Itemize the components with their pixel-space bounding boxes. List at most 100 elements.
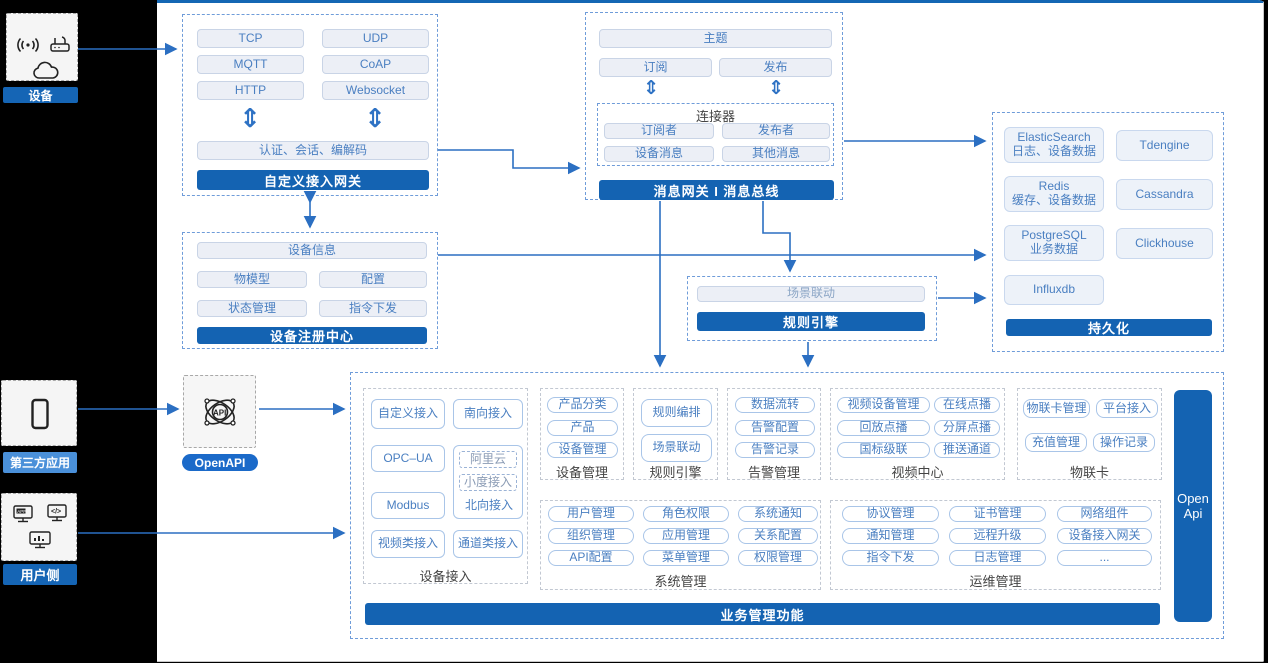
gb-cascade-button[interactable]: 国标级联: [837, 442, 930, 458]
rail-label-user-side: 用户侧: [3, 564, 77, 585]
device-access-gateway-button[interactable]: 设备接入网关: [1057, 528, 1152, 544]
split-screen-button[interactable]: 分屏点播: [934, 420, 1000, 436]
platform-access-button[interactable]: 平台接入: [1096, 399, 1158, 418]
xiaodu-access-button[interactable]: 小度接入: [459, 474, 517, 491]
user-mgmt-button[interactable]: 用户管理: [548, 506, 634, 522]
subscriber-button[interactable]: 订阅者: [604, 123, 714, 139]
registry-box: 设备信息 物模型 配置 状态管理 指令下发 设备注册中心: [182, 232, 438, 349]
status-mgmt-button[interactable]: 状态管理: [197, 300, 307, 317]
system-notice-button[interactable]: 系统通知: [738, 506, 818, 522]
svg-text:</>: </>: [51, 509, 61, 516]
protocol-coap[interactable]: CoAP: [322, 55, 429, 74]
open-api-line1: Open: [1177, 491, 1209, 506]
network-component-button[interactable]: 网络组件: [1057, 506, 1152, 522]
store-tdengine[interactable]: Tdengine: [1116, 130, 1213, 161]
aliyun-button[interactable]: 阿里云: [459, 451, 517, 468]
permission-mgmt-button[interactable]: 权限管理: [738, 550, 818, 566]
persistence-box: ElasticSearch 日志、设备数据 Tdengine Redis 缓存、…: [992, 112, 1224, 352]
protocol-mqtt[interactable]: MQTT: [197, 55, 304, 74]
section-ops-mgmt: 协议管理 证书管理 网络组件 通知管理 远程升级 设备接入网关 指令下发 日志管…: [830, 500, 1161, 590]
notice-mgmt-button[interactable]: 通知管理: [842, 528, 939, 544]
rail-label-user-side-text: 用户侧: [20, 568, 60, 583]
svg-text:APP: APP: [17, 509, 26, 514]
more-button[interactable]: ...: [1057, 550, 1152, 566]
device-icons-box: [6, 13, 78, 81]
log-mgmt-button[interactable]: 日志管理: [949, 550, 1046, 566]
remote-upgrade-button[interactable]: 远程升级: [949, 528, 1046, 544]
protocol-http[interactable]: HTTP: [197, 81, 304, 100]
data-flow-button[interactable]: 数据流转: [735, 397, 815, 413]
rule-orchestration-button[interactable]: 规则编排: [641, 399, 712, 427]
store-name: Influxdb: [1032, 282, 1076, 297]
protocol-udp[interactable]: UDP: [322, 29, 429, 48]
product-category-button[interactable]: 产品分类: [547, 397, 618, 413]
video-device-mgmt-button[interactable]: 视频设备管理: [837, 397, 930, 413]
modbus-button[interactable]: Modbus: [371, 492, 445, 519]
push-channel-button[interactable]: 推送通道: [934, 442, 1000, 458]
business-title-bar: 业务管理功能: [365, 603, 1160, 625]
store-redis[interactable]: Redis 缓存、设备数据: [1004, 176, 1104, 212]
device-info-button[interactable]: 设备信息: [197, 242, 427, 259]
subscribe-button[interactable]: 订阅: [599, 58, 712, 77]
phone-icon: [30, 398, 50, 435]
menu-mgmt-button[interactable]: 菜单管理: [643, 550, 729, 566]
api-config-button[interactable]: API配置: [548, 550, 634, 566]
message-bus-box: 主题 订阅 发布 ⇕ ⇕ 连接器 订阅者 发布者 设备消息 其他消息 消息网关 …: [585, 12, 843, 200]
scene-linkage-2-button[interactable]: 场景联动: [641, 434, 712, 462]
device-access-label: 设备接入: [419, 569, 472, 584]
playback-button[interactable]: 回放点播: [837, 420, 930, 436]
protocol-tcp[interactable]: TCP: [197, 29, 304, 48]
store-name: Cassandra: [1135, 186, 1194, 201]
product-button[interactable]: 产品: [547, 420, 618, 436]
video-access-button[interactable]: 视频类接入: [371, 530, 445, 558]
live-play-button[interactable]: 在线点播: [934, 397, 1000, 413]
app-window-icon: APP: [12, 504, 34, 529]
iot-card-mgmt-button[interactable]: 物联卡管理: [1023, 399, 1090, 418]
alarm-config-button[interactable]: 告警配置: [735, 420, 815, 436]
topic-button[interactable]: 主题: [599, 29, 832, 48]
protocol-mgmt-button[interactable]: 协议管理: [842, 506, 939, 522]
channel-access-button[interactable]: 通道类接入: [453, 530, 523, 558]
recharge-mgmt-button[interactable]: 充值管理: [1025, 433, 1087, 452]
openapi-label-text: OpenAPI: [194, 455, 246, 470]
command-dispatch-2-button[interactable]: 指令下发: [842, 550, 939, 566]
store-postgresql[interactable]: PostgreSQL 业务数据: [1004, 225, 1104, 261]
app-mgmt-button[interactable]: 应用管理: [643, 528, 729, 544]
store-influxdb[interactable]: Influxdb: [1004, 275, 1104, 305]
connector-title: 连接器: [695, 109, 735, 124]
operation-record-button[interactable]: 操作记录: [1093, 433, 1155, 452]
command-dispatch-button[interactable]: 指令下发: [319, 300, 427, 317]
config-button[interactable]: 配置: [319, 271, 427, 288]
role-permission-button[interactable]: 角色权限: [643, 506, 729, 522]
custom-access-button[interactable]: 自定义接入: [371, 399, 445, 429]
device-message-button[interactable]: 设备消息: [604, 146, 714, 162]
iot-card-label: 物联卡: [1069, 465, 1109, 480]
auth-session-codec[interactable]: 认证、会话、编解码: [197, 141, 429, 160]
store-desc: 缓存、设备数据: [1011, 193, 1096, 207]
store-name: ElasticSearch: [1017, 130, 1091, 145]
northbound-group: 阿里云 小度接入 北向接入: [453, 445, 523, 519]
northbound-access-button[interactable]: 北向接入: [464, 498, 513, 513]
relation-config-button[interactable]: 关系配置: [738, 528, 818, 544]
updown-arrow-icon: ⇕: [643, 78, 659, 99]
gateway-box: TCP UDP MQTT CoAP HTTP Websocket ⇕ ⇕ 认证、…: [182, 14, 438, 196]
opc-ua-button[interactable]: OPC–UA: [371, 445, 445, 472]
publisher-button[interactable]: 发布者: [722, 123, 830, 139]
southbound-access-button[interactable]: 南向接入: [453, 399, 523, 429]
org-mgmt-button[interactable]: 组织管理: [548, 528, 634, 544]
registry-title-bar: 设备注册中心: [197, 327, 427, 344]
store-clickhouse[interactable]: Clickhouse: [1116, 228, 1213, 259]
gateway-title-bar: 自定义接入网关: [197, 170, 429, 190]
other-message-button[interactable]: 其他消息: [722, 146, 830, 162]
cert-mgmt-button[interactable]: 证书管理: [949, 506, 1046, 522]
router-icon: [49, 34, 71, 59]
thing-model-button[interactable]: 物模型: [197, 271, 307, 288]
store-elasticsearch[interactable]: ElasticSearch 日志、设备数据: [1004, 127, 1104, 163]
publish-button[interactable]: 发布: [719, 58, 832, 77]
store-cassandra[interactable]: Cassandra: [1116, 179, 1213, 210]
protocol-websocket[interactable]: Websocket: [322, 81, 429, 100]
code-window-icon: </>: [46, 503, 68, 528]
alarm-record-button[interactable]: 告警记录: [735, 442, 815, 458]
scene-linkage-button[interactable]: 场景联动: [697, 286, 925, 302]
device-mgmt-button[interactable]: 设备管理: [547, 442, 618, 458]
